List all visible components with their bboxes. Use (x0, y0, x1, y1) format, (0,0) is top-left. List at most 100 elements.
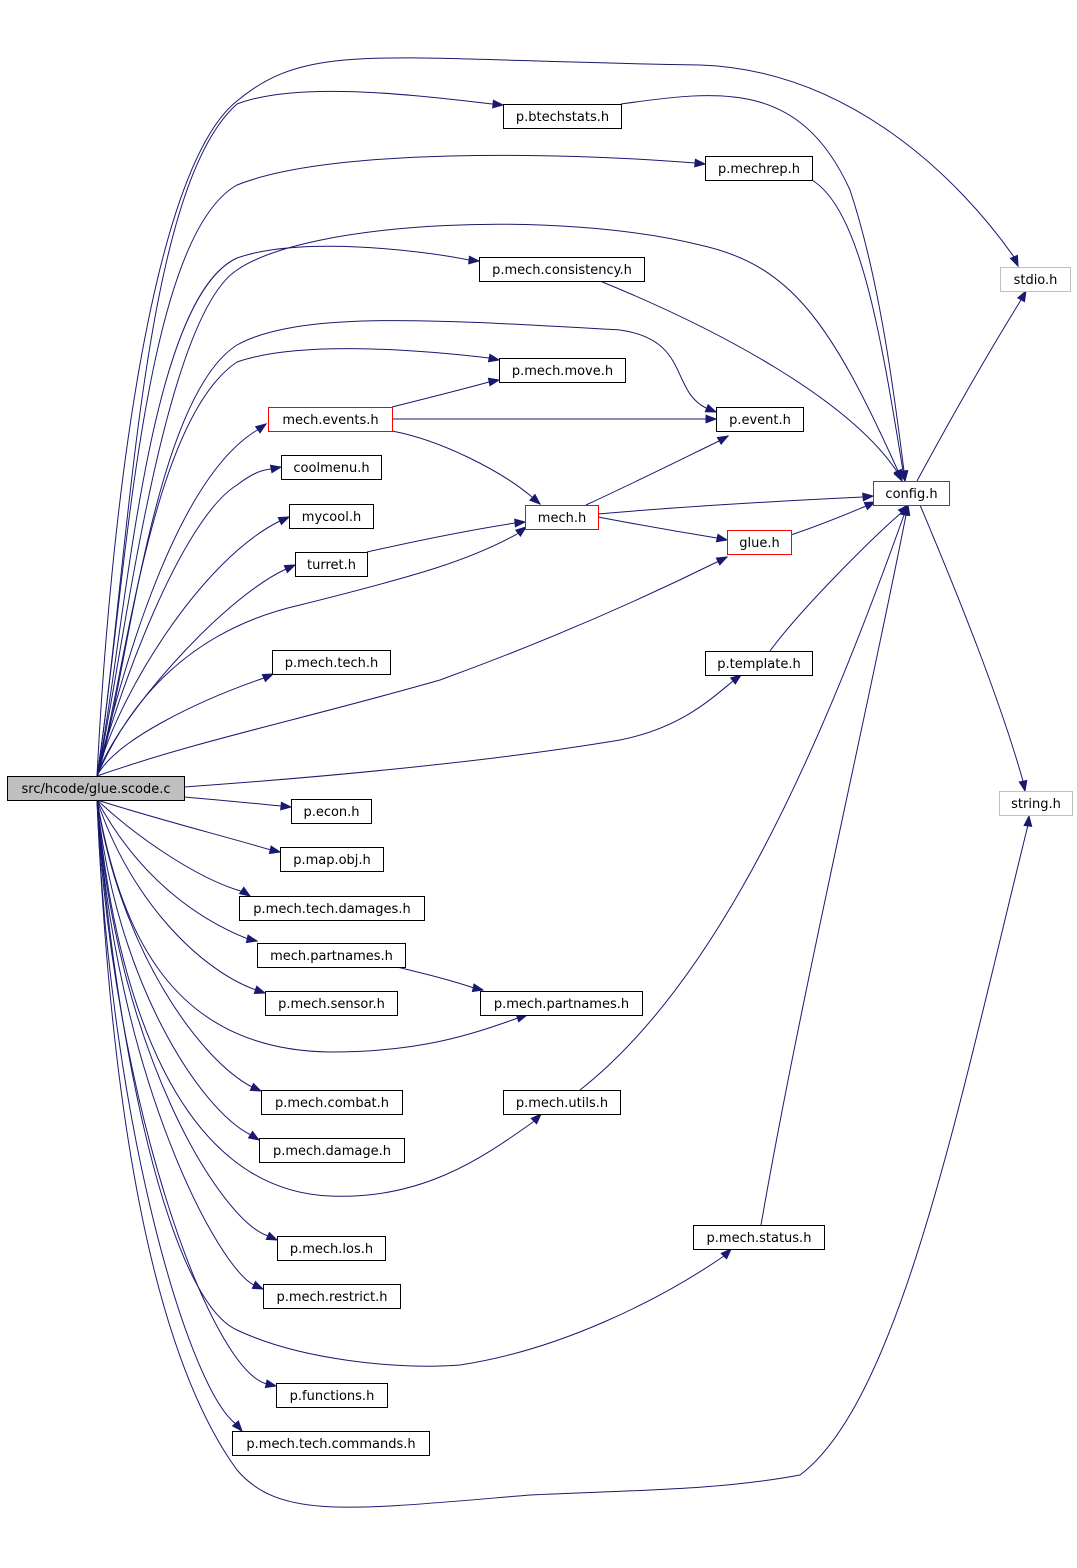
node-techdamages[interactable]: p.mech.tech.damages.h (239, 896, 425, 921)
node-mycool[interactable]: mycool.h (289, 504, 374, 529)
node-btechstats[interactable]: p.btechstats.h (503, 104, 622, 129)
arrowhead (1018, 779, 1028, 793)
node-los[interactable]: p.mech.los.h (277, 1236, 386, 1261)
node-template[interactable]: p.template.h (705, 651, 813, 676)
arrowhead (265, 1231, 279, 1241)
node-box (1000, 267, 1071, 292)
node-glue[interactable]: glue.h (727, 530, 792, 555)
node-box (232, 1431, 430, 1456)
node-box (479, 257, 645, 282)
node-restrict[interactable]: p.mech.restrict.h (263, 1284, 401, 1309)
node-string[interactable]: string.h (999, 791, 1073, 816)
edge-events-to-mech (391, 430, 542, 505)
arrowhead (715, 533, 729, 543)
node-events[interactable]: mech.events.h (268, 407, 393, 432)
node-coolmenu[interactable]: coolmenu.h (281, 455, 382, 480)
edge-root-to-partnames (96, 799, 259, 944)
node-box (727, 530, 792, 555)
nodes-layer: src/hcode/glue.scode.c p.btechstats.h p.me… (7, 104, 1073, 1456)
node-config[interactable]: config.h (873, 481, 950, 506)
node-box (239, 896, 425, 921)
node-turret[interactable]: turret.h (295, 552, 368, 577)
node-box (276, 1383, 388, 1408)
edge-root-to-econ (183, 796, 293, 811)
node-status[interactable]: p.mech.status.h (693, 1225, 825, 1250)
node-label: mech.events.h (282, 413, 378, 428)
node-box (277, 1236, 386, 1261)
arrowhead (705, 414, 718, 424)
node-label: mycool.h (302, 510, 361, 525)
node-box (503, 1090, 621, 1115)
arrowhead (283, 564, 297, 574)
node-ppartnames[interactable]: p.mech.partnames.h (480, 991, 643, 1016)
edge-root-to-functions (96, 799, 278, 1389)
node-box (280, 847, 384, 872)
edge-root-to-config (96, 223, 903, 777)
arrowhead (863, 501, 877, 511)
node-sensor[interactable]: p.mech.sensor.h (265, 991, 398, 1016)
edge-mech-to-config (597, 492, 875, 515)
arrowhead (471, 983, 485, 993)
node-partnames[interactable]: mech.partnames.h (257, 943, 406, 968)
node-label: string.h (1011, 797, 1061, 812)
arrowhead (251, 1280, 265, 1290)
node-box (263, 1284, 401, 1309)
node-label: p.mech.damage.h (273, 1144, 391, 1159)
node-consistency[interactable]: p.mech.consistency.h (479, 257, 645, 282)
arrowhead (529, 493, 542, 505)
node-label: p.mech.consistency.h (492, 263, 632, 278)
node-box (272, 650, 391, 675)
node-label: p.template.h (717, 657, 800, 672)
arrowhead (254, 423, 268, 434)
node-label: p.btechstats.h (516, 110, 609, 125)
edge-root-to-mechrep (96, 154, 707, 777)
arrowhead (277, 516, 291, 526)
node-move[interactable]: p.mech.move.h (499, 358, 626, 383)
arrowhead (716, 435, 730, 446)
edge-config-to-string (919, 504, 1028, 793)
node-label: mech.h (538, 511, 586, 526)
edge-root-to-consistency (96, 245, 481, 777)
node-econ[interactable]: p.econ.h (291, 799, 372, 824)
node-label: p.mech.los.h (290, 1242, 373, 1257)
node-box (261, 1090, 403, 1115)
node-mech[interactable]: mech.h (525, 505, 599, 530)
node-utils[interactable]: p.mech.utils.h (503, 1090, 621, 1115)
node-box (259, 1138, 405, 1163)
arrowhead (247, 1130, 261, 1141)
node-functions[interactable]: p.functions.h (276, 1383, 388, 1408)
arrowhead (694, 158, 707, 168)
node-tech[interactable]: p.mech.tech.h (272, 650, 391, 675)
node-box (693, 1225, 825, 1250)
node-label: mech.partnames.h (270, 949, 393, 964)
edge-mechrep-to-config (811, 179, 908, 483)
node-root[interactable]: src/hcode/glue.scode.c (7, 776, 185, 801)
node-combat[interactable]: p.mech.combat.h (261, 1090, 403, 1115)
node-mechrep[interactable]: p.mechrep.h (705, 156, 813, 181)
edge-root-to-tech (96, 673, 275, 777)
arrowhead (238, 886, 252, 897)
node-box (257, 943, 406, 968)
edge-root-to-turret (96, 564, 297, 777)
node-pevent[interactable]: p.event.h (716, 407, 804, 432)
arrowhead (530, 1113, 542, 1125)
node-mapobj[interactable]: p.map.obj.h (280, 847, 384, 872)
node-label: coolmenu.h (293, 461, 369, 476)
node-commands[interactable]: p.mech.tech.commands.h (232, 1431, 430, 1456)
node-label: config.h (885, 487, 937, 502)
node-box (268, 407, 393, 432)
edge-root-to-coolmenu (96, 464, 283, 777)
node-stdio[interactable]: stdio.h (1000, 267, 1071, 292)
arrowhead (893, 469, 903, 483)
edge-root-to-utils (96, 799, 542, 1197)
edge-root-to-move (96, 348, 501, 777)
edge-root-to-mycool (96, 516, 291, 777)
node-box (7, 776, 185, 801)
node-label: p.mech.combat.h (275, 1096, 389, 1111)
node-damage[interactable]: p.mech.damage.h (259, 1138, 405, 1163)
node-box (525, 505, 599, 530)
arrowhead (245, 934, 259, 944)
edge-root-to-damage (96, 799, 261, 1141)
edge-root-to-los (96, 799, 279, 1241)
edges-layer (96, 57, 1033, 1508)
